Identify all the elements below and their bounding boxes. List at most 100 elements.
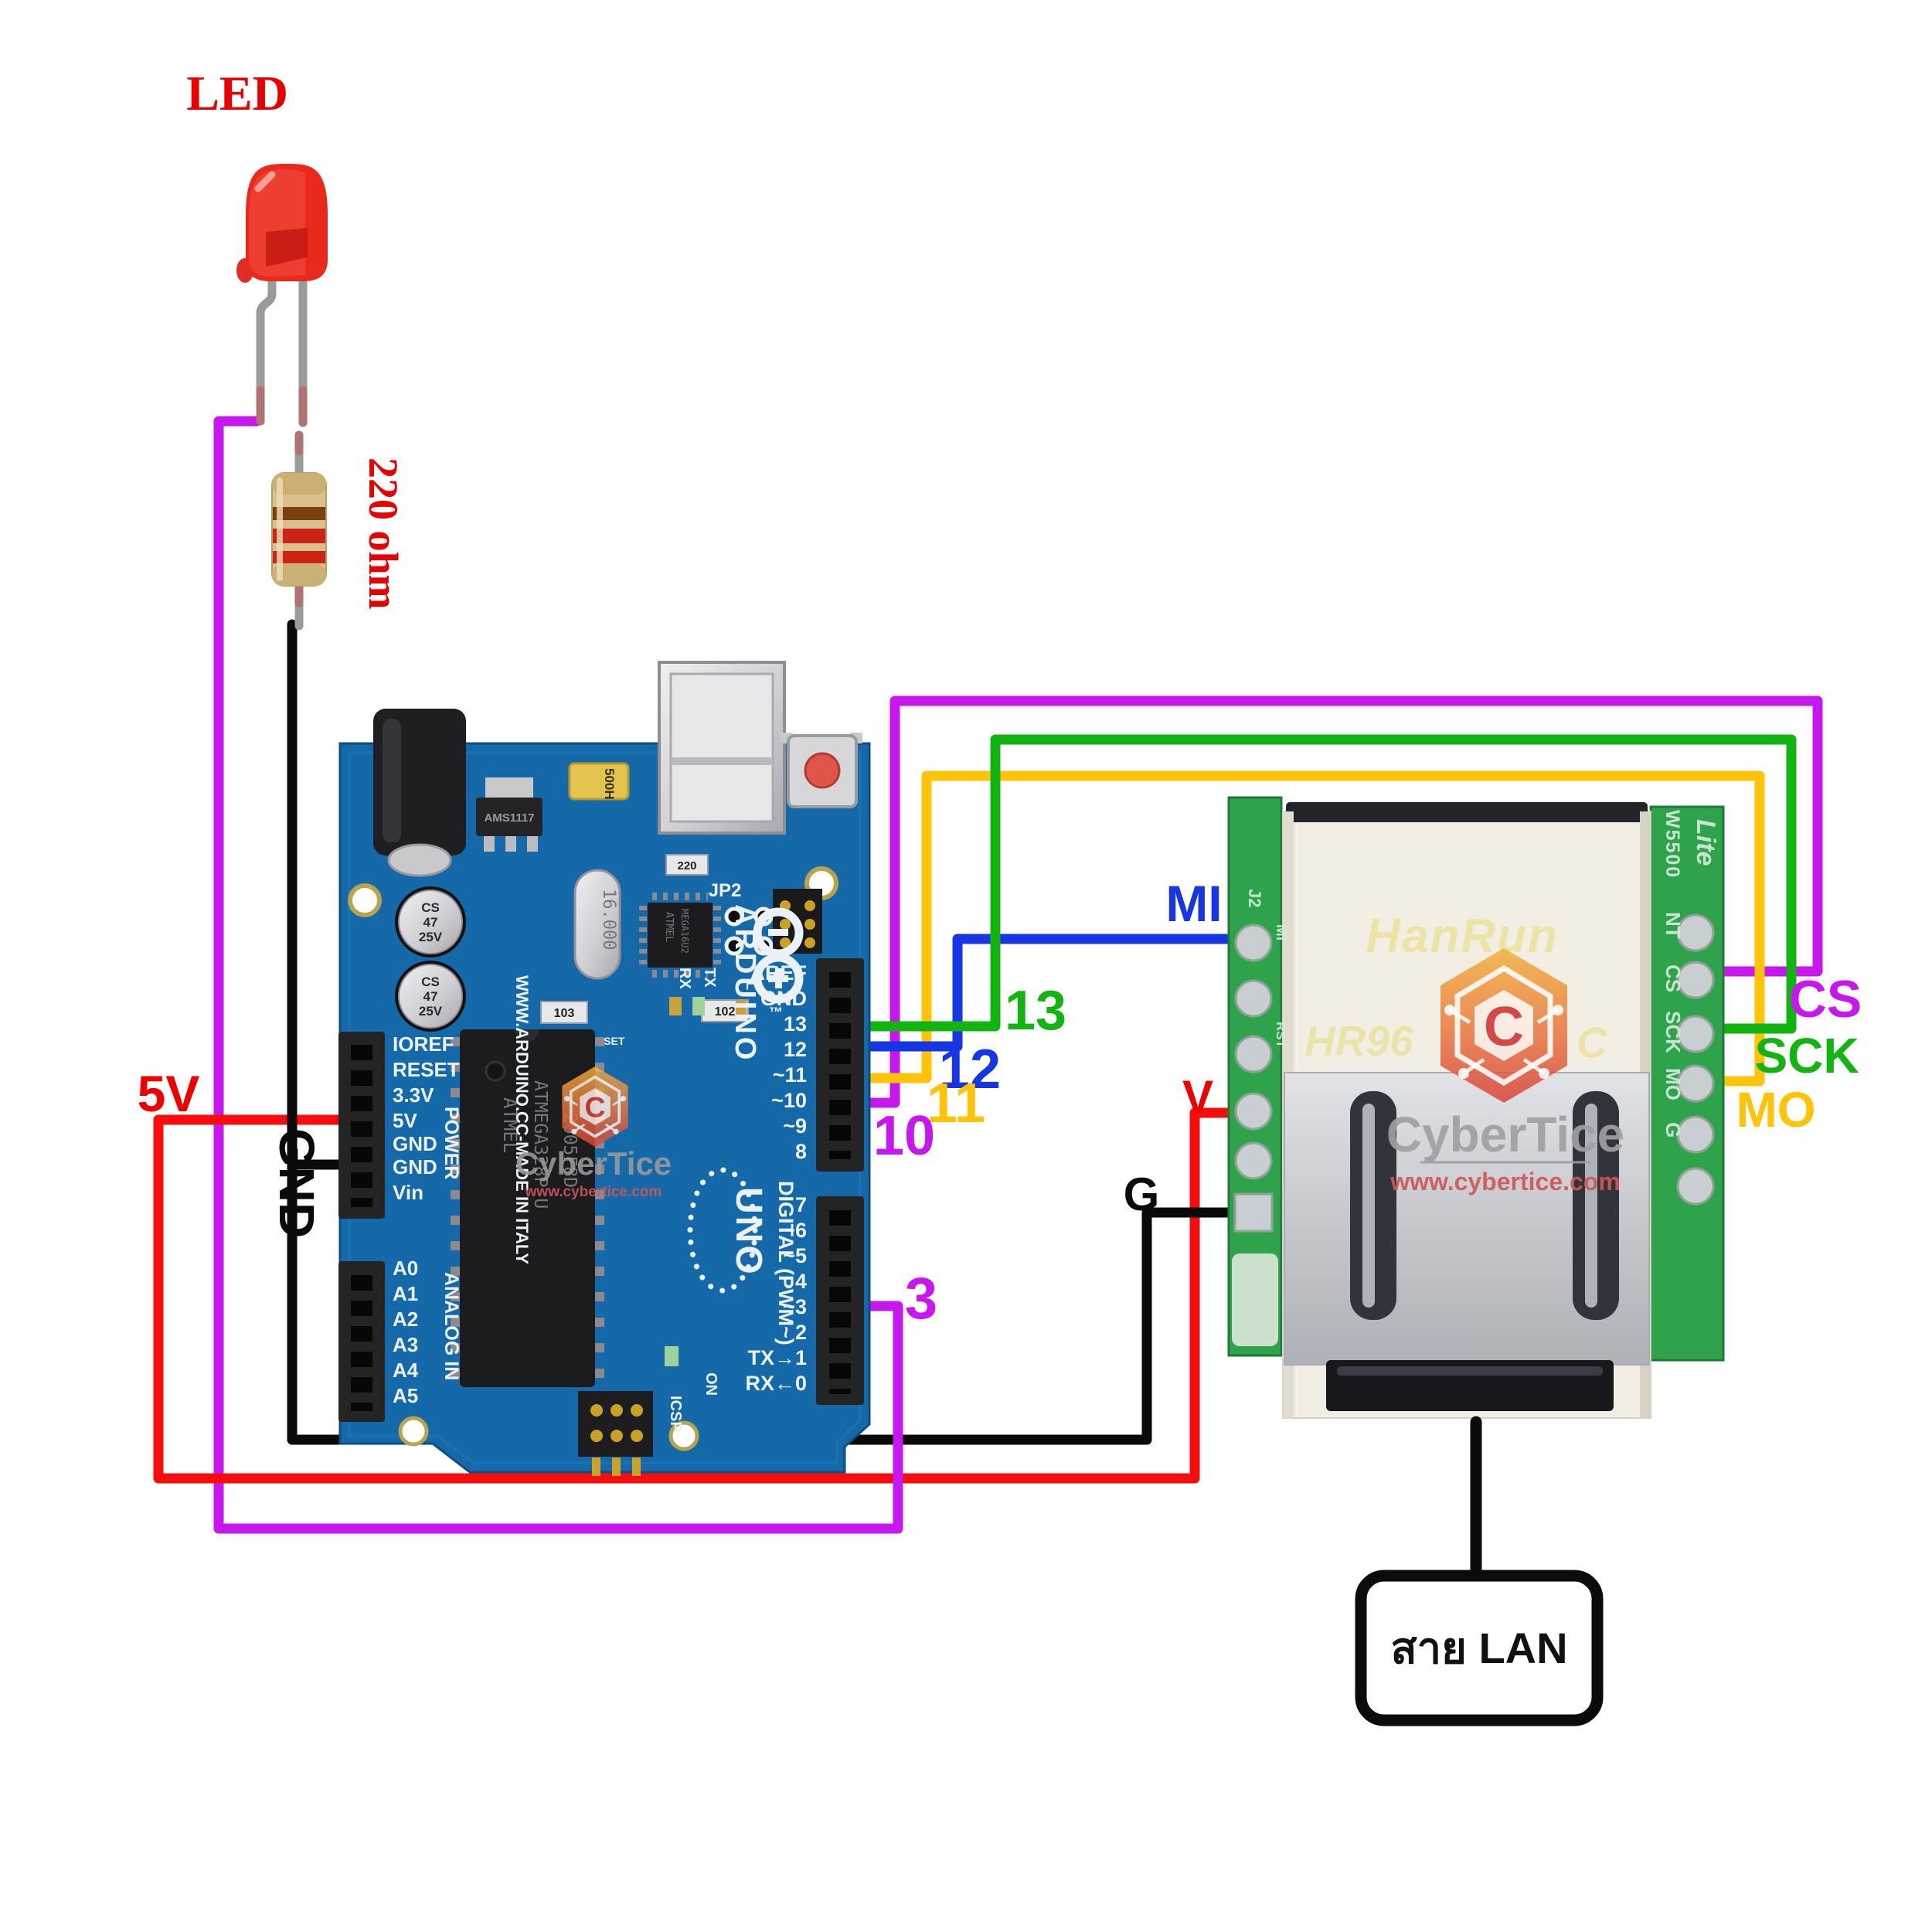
smd-parts: 103 102 220 xyxy=(540,854,749,1366)
cap-text: CS xyxy=(421,900,440,915)
icsp-silk: ICSP xyxy=(667,1396,684,1432)
smd-led-l xyxy=(736,1000,747,1017)
icsp-body xyxy=(578,1391,653,1457)
pin-label-a4: A4 xyxy=(393,1359,419,1382)
module-flux-blob xyxy=(1232,1253,1278,1346)
wire-led-anode-purple xyxy=(213,416,903,1534)
arduino-board: 500H AMS1117 CS 47 25V CS 47 25V xyxy=(338,661,871,1476)
dc-jack-flange xyxy=(387,843,452,877)
lan-callout: สาย LAN xyxy=(1355,1416,1604,1726)
capacitor-1: CS 47 25V xyxy=(395,886,466,957)
jp2-label: JP2 xyxy=(709,880,742,901)
wire-pin12-mi-blue xyxy=(862,934,1242,1052)
pin-label-8: 8 xyxy=(795,1140,807,1163)
made-in-silk: WWW.ARDUINO.CC-MADE IN ITALY xyxy=(512,975,532,1264)
infinity-minus xyxy=(768,929,788,936)
watermark-url: www.cybertice.com xyxy=(525,1184,662,1200)
slot-spring xyxy=(1362,1104,1375,1308)
pin-label-rx0: RX←0 xyxy=(745,1372,807,1395)
label-mo: MO xyxy=(1736,1082,1815,1138)
reset-cap xyxy=(804,752,841,789)
smd-code: 102 xyxy=(715,1005,736,1019)
module-left-pads xyxy=(1233,923,1274,1233)
crystal-label: 16.000 xyxy=(599,889,618,950)
smd-code: 103 xyxy=(554,1007,575,1020)
voltage-regulator: AMS1117 xyxy=(476,777,543,852)
pin-label-a1: A1 xyxy=(393,1282,418,1305)
smd-resistor xyxy=(540,1001,588,1024)
label-gnd: GND xyxy=(269,1128,325,1238)
analog-pin-labels: A0 A1 A2 A3 A4 A5 xyxy=(393,1257,419,1407)
icsp-pin xyxy=(631,1404,643,1417)
regulator-leg xyxy=(527,836,538,852)
digital-header-top xyxy=(816,958,864,1172)
resistor-component: 220 ohm xyxy=(271,430,406,631)
smd-led-rx xyxy=(692,997,705,1015)
infinity-ring-bottom xyxy=(753,953,804,1004)
wire-pin3-purple xyxy=(814,1301,903,1534)
pad xyxy=(1676,1167,1715,1206)
power-group-silk: POWER xyxy=(440,1107,462,1179)
pin-label-ioref: IOREF xyxy=(393,1032,454,1056)
mcu-body xyxy=(460,1029,595,1387)
smd-resistor xyxy=(665,854,709,876)
header-body xyxy=(816,958,864,1172)
smd-led-tx xyxy=(669,997,682,1015)
pin-label-a2: A2 xyxy=(393,1308,418,1331)
wire-labels: 5V GND 13 12 11 10 3 MI V G CS SCK MO xyxy=(138,875,1862,1332)
label-5v: 5V xyxy=(138,1065,200,1122)
module-silk-sck: SCK xyxy=(1662,1011,1685,1053)
label-pin11: 11 xyxy=(927,1073,985,1134)
tx-silk: TX xyxy=(701,968,718,988)
fuse-body xyxy=(568,762,630,801)
resistor-highlight xyxy=(277,478,283,581)
pin-label-12: 12 xyxy=(784,1038,807,1061)
rj45-top-rim xyxy=(1286,802,1648,822)
arduino-infinity-icon: ™ xyxy=(753,907,804,1020)
resistor-cap-top xyxy=(272,473,326,495)
slot-spring xyxy=(1585,1104,1597,1308)
pad-g-square xyxy=(1233,1192,1274,1233)
pad-cs xyxy=(1676,961,1715,999)
chip-pins xyxy=(652,893,708,978)
usb-mcu-label: MEGA16U2 xyxy=(679,909,690,954)
pin-label-vin: Vin xyxy=(393,1181,423,1204)
pad-v xyxy=(1234,1092,1273,1131)
label-cs: CS xyxy=(1789,970,1862,1029)
uno-model-silk: UNO xyxy=(728,1187,769,1277)
pad xyxy=(1676,1115,1715,1154)
chip-body xyxy=(648,903,713,968)
watermark-brand-large: CyberTice xyxy=(1386,1107,1624,1162)
label-pin13: 13 xyxy=(1005,980,1066,1042)
pin-label-gnd1: GND xyxy=(393,1132,437,1155)
regulator-body xyxy=(476,798,543,836)
module-silk-mo: MO xyxy=(1662,1068,1685,1100)
led-die xyxy=(266,228,308,267)
regulator-label: AMS1117 xyxy=(484,811,534,825)
pin-label-a5: A5 xyxy=(393,1384,418,1407)
pin-label-13: 13 xyxy=(784,1012,807,1036)
pad xyxy=(1234,979,1273,1018)
label-v: V xyxy=(1182,1071,1213,1123)
digital-header-bottom xyxy=(816,1196,864,1405)
l-silk: L xyxy=(743,981,759,990)
w5500-module: HanRun HR96 C 22 xyxy=(1227,796,1725,1419)
usb-connector xyxy=(658,661,786,835)
pin-label-3: ~3 xyxy=(783,1295,807,1318)
icsp-pin xyxy=(631,1430,643,1442)
cap-text: CS xyxy=(421,975,440,989)
label-g: G xyxy=(1124,1168,1160,1220)
rj45-jack: HanRun HR96 C 22 xyxy=(1282,802,1651,1419)
mount-hole xyxy=(348,883,382,917)
fuse-label: 500H xyxy=(602,768,617,800)
module-silk-w5500: W5500 xyxy=(1662,810,1683,879)
lan-box xyxy=(1355,1570,1604,1726)
led-label: LED xyxy=(186,66,288,121)
cap-top xyxy=(398,889,463,954)
dc-jack-highlight xyxy=(383,719,401,842)
dc-jack xyxy=(373,709,466,877)
cap-text: 47 xyxy=(423,915,438,930)
cap-text: 25V xyxy=(419,1004,443,1019)
pin-label-7: 7 xyxy=(795,1193,807,1216)
